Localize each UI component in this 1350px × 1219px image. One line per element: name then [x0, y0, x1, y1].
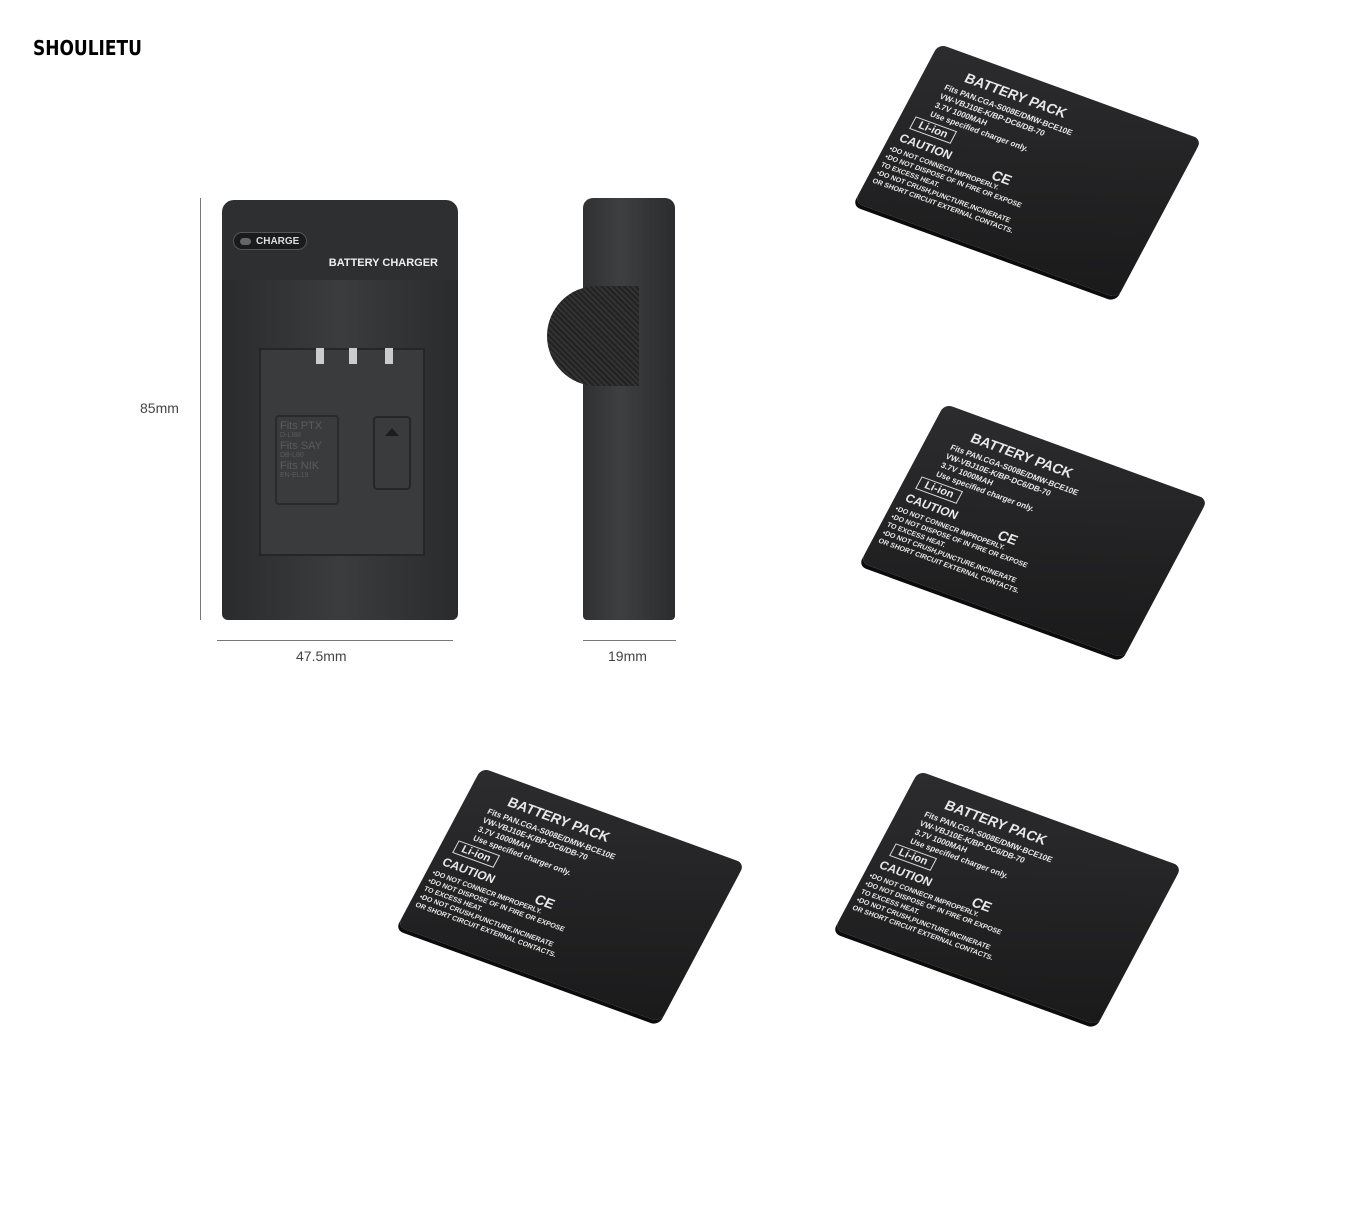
width-label: 47.5mm	[296, 648, 347, 664]
fits-line: Fits NIK	[280, 460, 320, 472]
battery-pack: BATTERY PACK Fits PAN.CGA-S008E/DMW-BCE1…	[397, 767, 745, 1023]
fits-line: Fits PTX	[280, 420, 323, 432]
folding-plug	[547, 286, 639, 386]
release-slider	[373, 416, 411, 490]
height-dimension-line	[200, 198, 201, 620]
battery-cradle	[259, 348, 425, 556]
contact-pin	[316, 348, 324, 364]
depth-dimension-line	[583, 640, 676, 641]
fits-line: EN-EL19	[280, 472, 309, 479]
width-dimension-line	[217, 640, 453, 641]
fits-label: Fits PTX D-LI88 Fits SAY DB-L80 Fits NIK…	[275, 415, 339, 505]
charge-indicator: CHARGE	[233, 232, 307, 250]
height-label: 85mm	[140, 400, 179, 416]
fits-line: DB-L80	[280, 452, 304, 459]
fits-line: D-LI88	[280, 432, 302, 439]
brand-logo: SHOULIETU	[33, 36, 142, 60]
charger-top: CHARGE BATTERY CHARGER	[222, 200, 458, 280]
battery-pack: BATTERY PACK Fits PAN.CGA-S008E/DMW-BCE1…	[834, 770, 1182, 1026]
contact-pin	[385, 348, 393, 364]
fits-line: Fits SAY	[280, 440, 322, 452]
charger-side-view	[547, 198, 675, 620]
contact-pin	[349, 348, 357, 364]
charger-front-view: CHARGE BATTERY CHARGER Fits PTX D-LI88 F…	[222, 200, 458, 620]
battery-pack: BATTERY PACK Fits PAN.CGA-S008E/DMW-BCE1…	[860, 403, 1208, 659]
charger-title: BATTERY CHARGER	[328, 257, 438, 269]
depth-label: 19mm	[608, 648, 647, 664]
battery-pack: BATTERY PACK Fits PAN.CGA-S008E/DMW-BCE1…	[854, 43, 1202, 299]
